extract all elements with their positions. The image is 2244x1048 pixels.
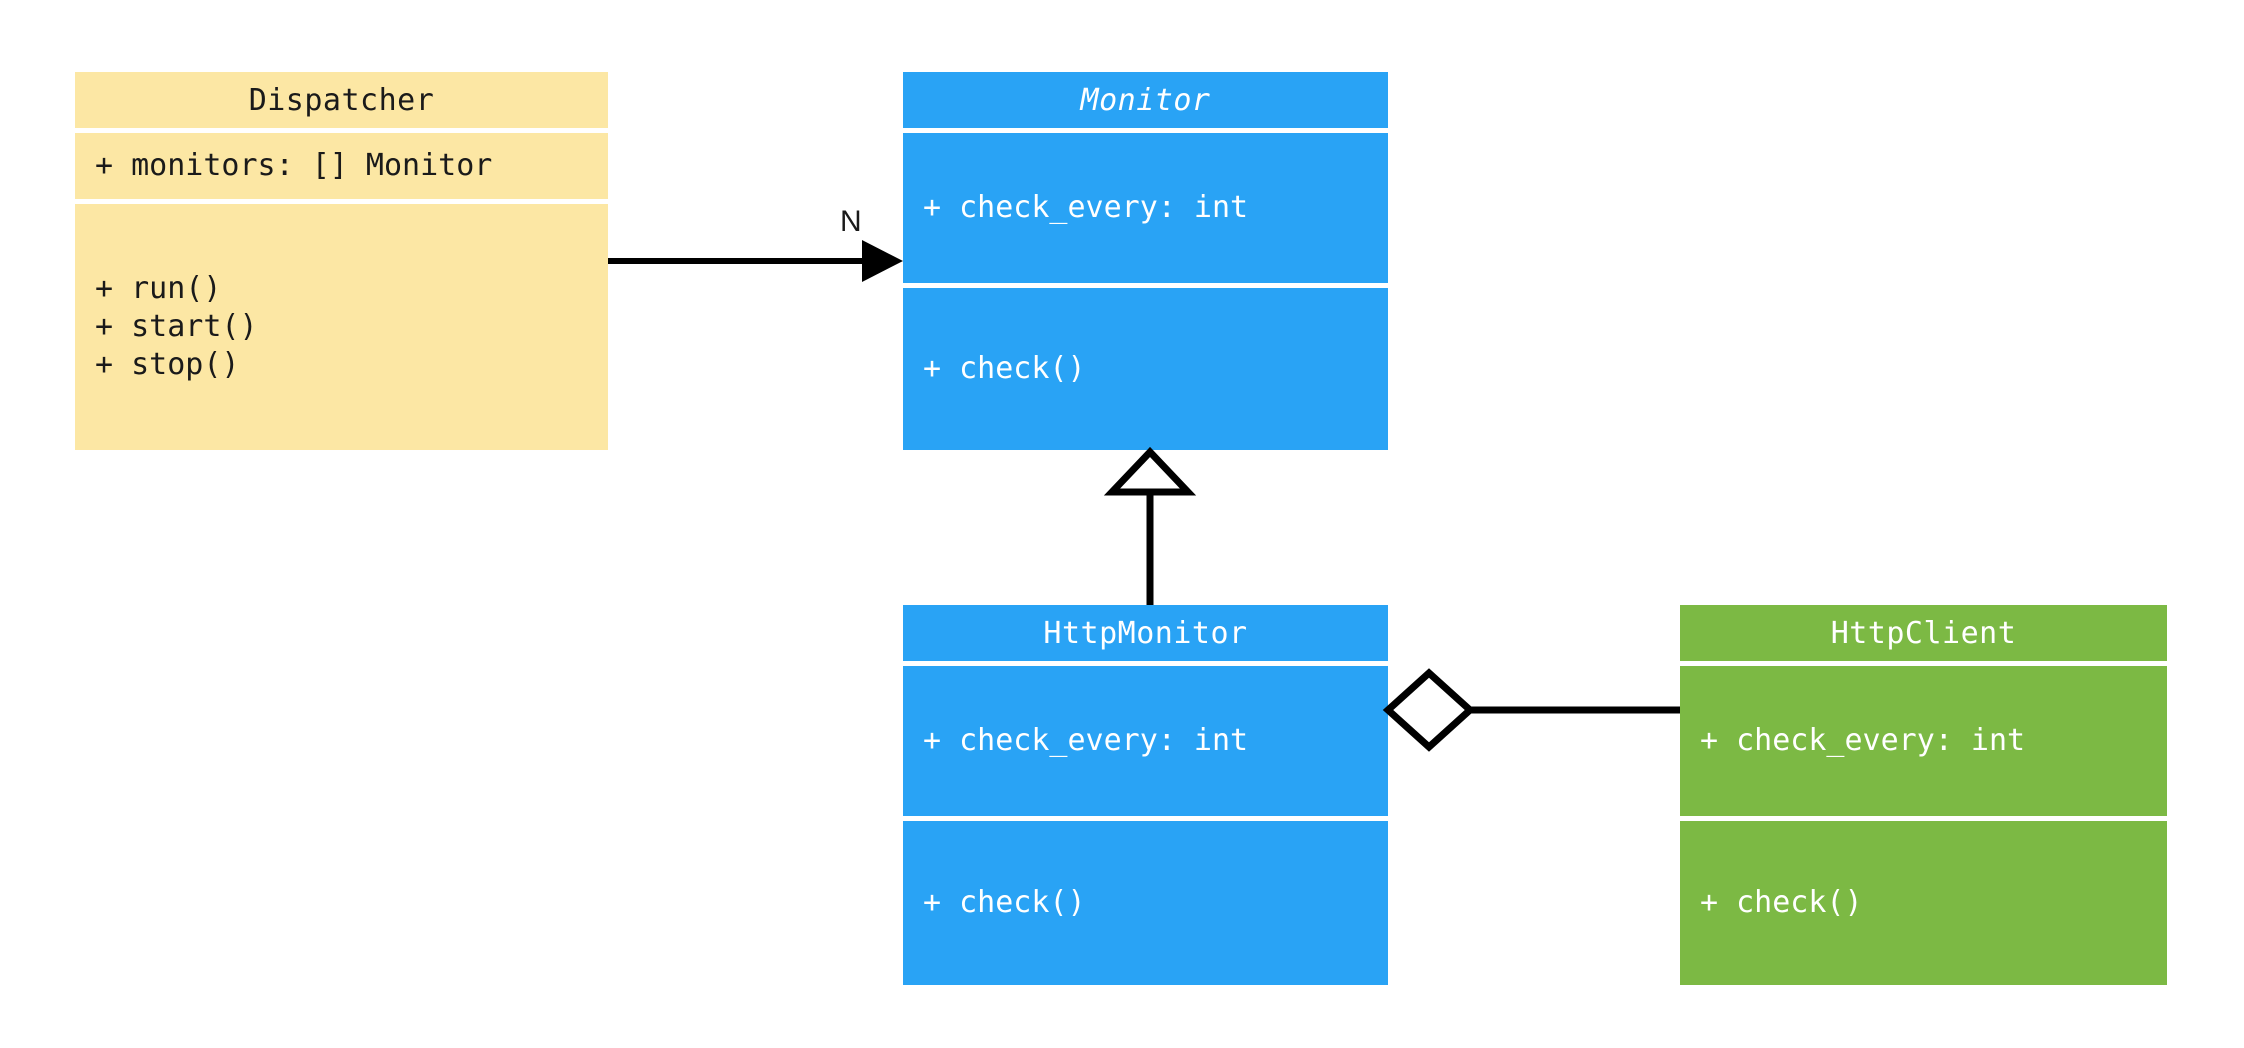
class-box-httpclient[interactable]: HttpClient + check_every: int + check() — [1680, 605, 2167, 985]
edge-label-multiplicity-n: N — [840, 205, 862, 238]
class-methods-dispatcher: + run() + start() + stop() — [75, 204, 608, 450]
relationship-dispatcher-to-monitor — [608, 240, 903, 282]
hollow-diamond-icon — [1382, 668, 1476, 752]
method-row: + check() — [1700, 885, 1863, 921]
class-box-dispatcher[interactable]: Dispatcher + monitors: [] Monitor + run(… — [75, 72, 608, 450]
method-row: + check() — [923, 885, 1086, 921]
class-title-dispatcher: Dispatcher — [75, 72, 608, 128]
class-title-httpclient: HttpClient — [1680, 605, 2167, 661]
class-attributes-httpmonitor: + check_every: int — [903, 666, 1388, 816]
attribute-row: + check_every: int — [923, 190, 1249, 226]
relationship-httpmonitor-to-monitor — [1103, 446, 1197, 605]
filled-triangle-arrowhead-icon — [862, 240, 903, 282]
class-box-httpmonitor[interactable]: HttpMonitor + check_every: int + check() — [903, 605, 1388, 985]
class-box-monitor[interactable]: Monitor + check_every: int + check() — [903, 72, 1388, 450]
class-attributes-dispatcher: + monitors: [] Monitor — [75, 133, 608, 199]
attribute-row: + check_every: int — [1700, 723, 2026, 759]
relationship-httpmonitor-to-httpclient — [1382, 668, 1680, 752]
attribute-row: + check_every: int — [923, 723, 1249, 759]
method-row: + run() — [95, 271, 222, 307]
attribute-row: + monitors: [] Monitor — [95, 148, 493, 184]
class-attributes-monitor: + check_every: int — [903, 133, 1388, 283]
class-methods-monitor: + check() — [903, 288, 1388, 450]
class-title-monitor: Monitor — [903, 72, 1388, 128]
class-methods-httpclient: + check() — [1680, 821, 2167, 985]
method-row: + start() — [95, 309, 258, 345]
method-row: + stop() — [95, 346, 240, 382]
class-title-httpmonitor: HttpMonitor — [903, 605, 1388, 661]
class-methods-httpmonitor: + check() — [903, 821, 1388, 985]
hollow-triangle-arrowhead-icon — [1103, 446, 1197, 496]
class-attributes-httpclient: + check_every: int — [1680, 666, 2167, 816]
method-row: + check() — [923, 351, 1086, 387]
